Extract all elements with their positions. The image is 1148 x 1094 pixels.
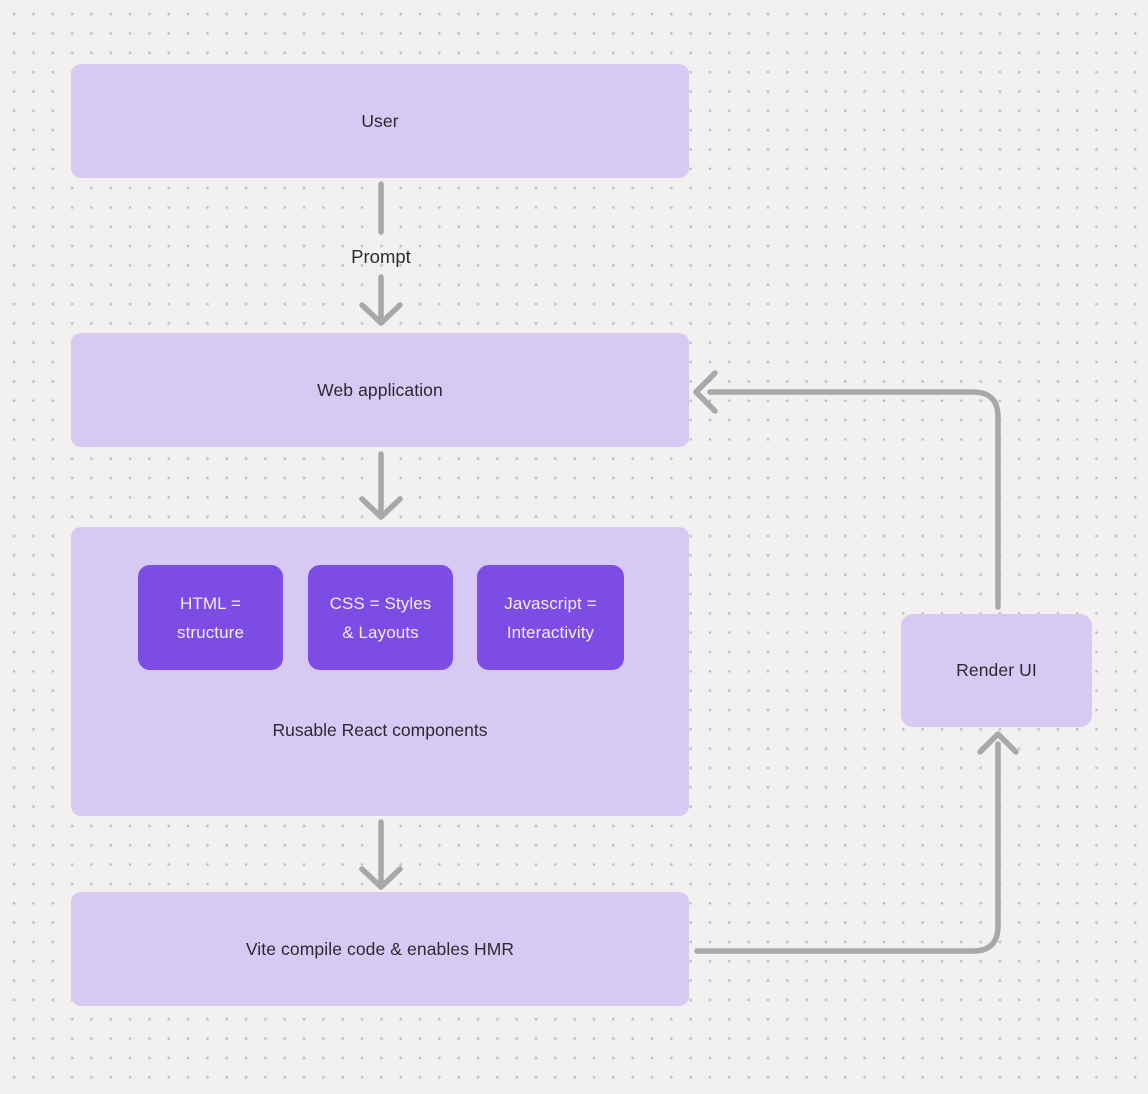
node-web-application: Web application [71, 333, 689, 447]
arrowhead-left-webapp [693, 370, 718, 414]
arrowhead-down-webapp [359, 302, 403, 326]
arrowhead-up-render [977, 731, 1019, 755]
node-javascript-label-line2: Interactivity [506, 622, 595, 642]
node-css-label-line2: & Layouts [342, 622, 419, 642]
node-web-application-label: Web application [317, 379, 443, 400]
node-html-label-line1: HTML = [180, 593, 241, 613]
node-html-label-line2: structure [176, 622, 245, 642]
node-css-label-line1: CSS = Styles [329, 593, 432, 613]
node-html: HTML = structure [138, 565, 283, 670]
arrowhead-down-vite [359, 866, 403, 890]
node-javascript-label-line1: Javascript = [504, 593, 597, 613]
node-render-ui: Render UI [901, 614, 1092, 727]
edge-vite-to-render-line [694, 741, 1001, 954]
node-vite-label: Vite compile code & enables HMR [245, 938, 515, 959]
components-group-caption: Rusable React components [272, 720, 488, 740]
node-user-label: User [361, 110, 399, 131]
edge-render-to-webapp-line [707, 389, 1001, 610]
node-javascript: Javascript = Interactivity [477, 565, 624, 670]
arrowhead-down-group [359, 496, 403, 520]
node-components-group: HTML = structure CSS = Styles & Layouts … [71, 527, 689, 816]
node-render-ui-label: Render UI [956, 660, 1037, 680]
edge-label-prompt: Prompt [351, 246, 411, 267]
node-css: CSS = Styles & Layouts [308, 565, 453, 670]
node-user: User [71, 64, 689, 178]
node-vite: Vite compile code & enables HMR [71, 892, 689, 1006]
